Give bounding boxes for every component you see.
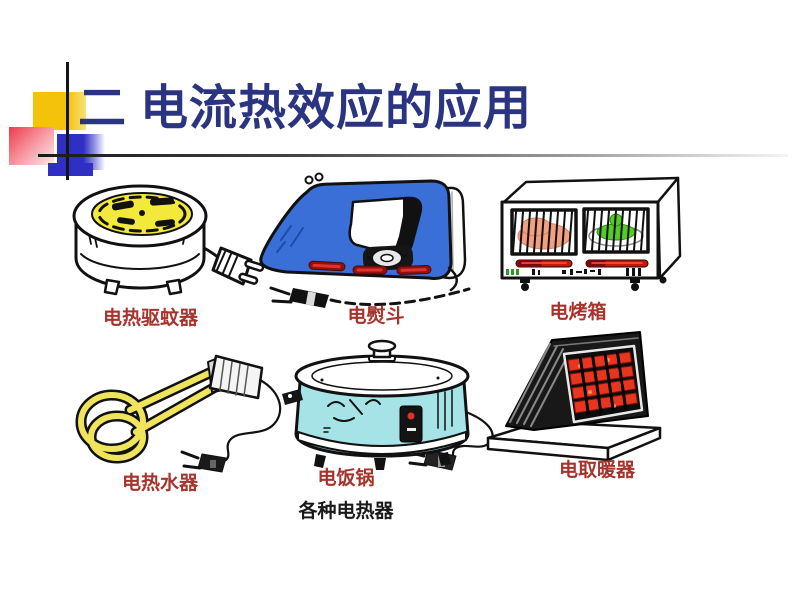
decoration-vertical-line — [66, 62, 69, 180]
immersion-water-heater-figure — [60, 338, 295, 480]
decoration-blue-tab — [48, 163, 93, 176]
decoration-red-square — [9, 127, 54, 165]
space-heater-icon — [486, 331, 662, 462]
slide-title: 二 电流热效应的应用 — [78, 82, 533, 135]
space-heater-figure — [480, 326, 670, 468]
mosquito-repeller-icon — [72, 184, 265, 296]
label-electric-oven: 电烤箱 — [549, 302, 607, 323]
electric-iron-figure — [253, 168, 483, 310]
label-electric-iron: 电熨斗 — [347, 306, 405, 327]
immersion-water-heater-icon — [75, 354, 282, 473]
title-underline — [38, 154, 788, 157]
electric-oven-icon — [500, 176, 682, 291]
slide-caption: 各种电热器 — [298, 501, 394, 522]
rice-cooker-icon — [282, 339, 494, 471]
rice-cooker-figure — [270, 334, 502, 478]
label-immersion-water-heater: 电热水器 — [121, 473, 198, 494]
label-mosquito-repeller: 电热驱蚊器 — [102, 308, 198, 329]
electric-oven-figure — [492, 172, 682, 304]
label-rice-cooker: 电饭锅 — [317, 468, 375, 489]
mosquito-repeller-figure — [55, 176, 270, 298]
electric-iron-icon — [259, 172, 471, 308]
label-space-heater: 电取暖器 — [558, 460, 635, 481]
decoration-yellow-square — [33, 92, 86, 130]
